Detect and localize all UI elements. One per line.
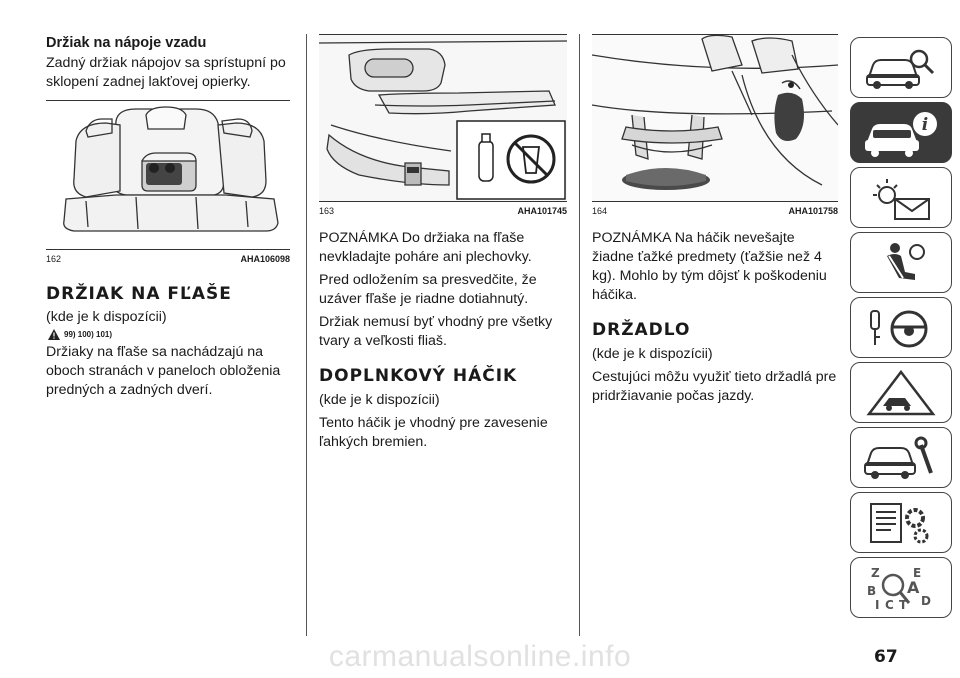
figure-code: AHA101745	[517, 206, 567, 216]
tab-warning-lights[interactable]	[850, 167, 952, 228]
rear-seat-cupholder-illustration	[63, 106, 279, 232]
tab-technical-data[interactable]	[850, 492, 952, 553]
note-cap-tight: Pred odložením sa presvedčite, že uzáver…	[319, 272, 537, 307]
key-steering-wheel-icon	[870, 309, 928, 347]
no-cup-icon	[506, 134, 556, 184]
figure-number: 162	[46, 254, 62, 264]
divider	[592, 34, 838, 35]
chapter-tabs-sidebar: i	[850, 37, 954, 622]
tab-car-info[interactable]: i	[850, 102, 952, 163]
tab-maintenance[interactable]	[850, 427, 952, 488]
extra-hook-body: Tento háčik je vhodný pre zavesenie ľahk…	[319, 415, 548, 450]
warning-light-envelope-icon	[873, 178, 930, 220]
svg-text:C: C	[885, 598, 894, 612]
figure-163	[319, 35, 567, 201]
column-separator	[579, 34, 580, 636]
svg-text:A: A	[907, 578, 920, 597]
warning-triangle-icon	[48, 329, 60, 340]
note-bottle-sizes: Držiak nemusí byť vhodný pre všetky tvar…	[319, 314, 553, 349]
note-hook-weight: POZNÁMKA Na háčik nevešajte žiadne ťažké…	[592, 230, 827, 303]
bottle-allowed-icon	[478, 133, 494, 182]
column-separator	[306, 34, 307, 636]
bottle-holder-body: Držiaky na fľaše sa nachádzajú na oboch …	[46, 344, 281, 398]
warning-triangle-breakdown-icon	[866, 369, 936, 415]
door-bottle-holder-illustration	[319, 35, 567, 201]
availability-note: (kde je k dispozícii)	[592, 346, 713, 362]
seat-hook-grab-handle-illustration	[592, 35, 838, 201]
reference-numbers: 99) 100) 101)	[64, 330, 113, 339]
figure-caption: 162 AHA106098	[46, 253, 290, 265]
availability-note: (kde je k dispozícii)	[319, 392, 440, 408]
figure-caption: 163 AHA101745	[319, 205, 567, 217]
figure-code: AHA106098	[240, 254, 290, 264]
column-2: 163 AHA101745 POZNÁMKA Do držiaka na fľa…	[319, 0, 567, 678]
tab-safety[interactable]	[850, 232, 952, 293]
divider	[46, 100, 290, 101]
svg-text:T: T	[899, 598, 908, 612]
rear-cupholder-intro: Zadný držiak nápojov sa sprístupní po sk…	[46, 55, 286, 90]
divider	[319, 34, 567, 35]
car-info-icon: i	[865, 111, 937, 157]
divider	[592, 201, 838, 202]
figure-caption: 164 AHA101758	[592, 205, 838, 217]
column-3: 164 AHA101758 POZNÁMKA Na háčik nevešajt…	[592, 0, 838, 678]
grab-handle-body: Cestujúci môžu využiť tieto držadlá pre …	[592, 369, 837, 404]
tab-starting-driving[interactable]	[850, 297, 952, 358]
figure-number: 163	[319, 206, 335, 216]
page-number: 67	[874, 647, 898, 667]
svg-text:I: I	[875, 598, 879, 612]
specs-gears-icon	[870, 502, 929, 543]
heading-rear-cupholder: Držiak na nápoje vzadu	[46, 35, 207, 51]
section-title-grab-handle: DRŽADLO	[592, 320, 691, 340]
section-title-extra-hook: DOPLNKOVÝ HÁČIK	[319, 366, 518, 386]
figure-162	[46, 101, 290, 249]
car-search-icon	[866, 49, 935, 89]
svg-text:B: B	[867, 584, 876, 598]
availability-note: (kde je k dispozícii)	[46, 309, 167, 325]
svg-text:E: E	[913, 566, 921, 580]
tab-getting-to-know-car[interactable]	[850, 37, 952, 98]
divider	[319, 201, 567, 202]
section-title-bottle-holder: DRŽIAK NA FĽAŠE	[46, 284, 232, 304]
figure-number: 164	[592, 206, 608, 216]
svg-text:D: D	[921, 594, 931, 608]
warning-references: 99) 100) 101)	[48, 329, 290, 340]
column-1: Držiak na nápoje vzadu Zadný držiak nápo…	[46, 0, 290, 678]
tab-emergency[interactable]	[850, 362, 952, 423]
svg-text:i: i	[922, 115, 928, 135]
svg-text:Z: Z	[871, 566, 880, 580]
divider	[46, 249, 290, 250]
figure-code: AHA101758	[788, 206, 838, 216]
airbag-seatbelt-icon	[887, 242, 925, 280]
note-no-cups: POZNÁMKA Do držiaka na fľaše nevkladajte…	[319, 230, 532, 265]
watermark: carmanualsonline.info	[328, 640, 632, 673]
car-service-wrench-icon	[864, 436, 933, 479]
figure-164	[592, 35, 838, 201]
